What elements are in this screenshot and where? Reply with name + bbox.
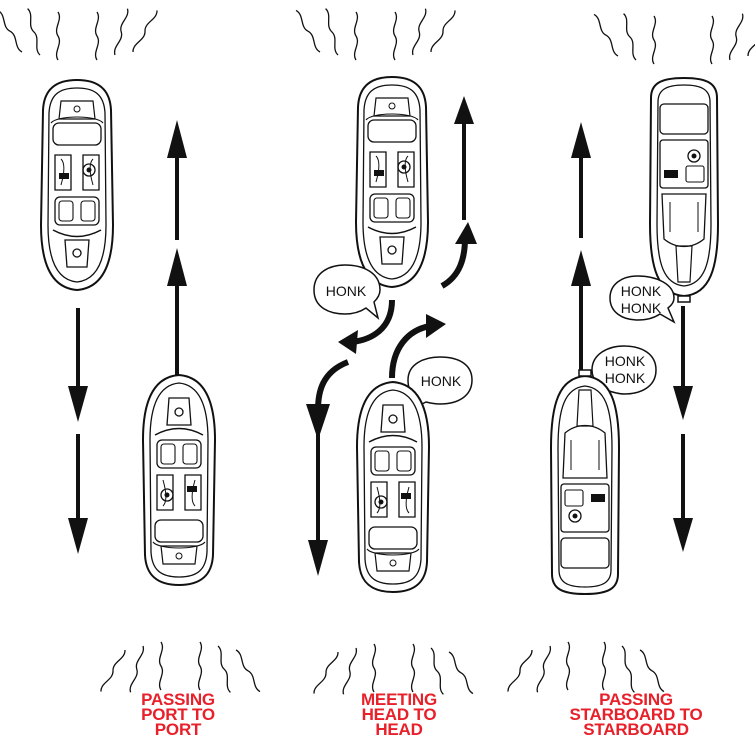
- honk-text: HONK: [421, 373, 462, 389]
- boat-icon: [650, 78, 718, 302]
- honk-text: HONK: [605, 370, 646, 386]
- caption-passing-port-to-port: PASSING PORT TO PORT: [68, 692, 288, 737]
- panel-passing-port-to-port: [0, 8, 261, 692]
- arrow-up-icon: [167, 120, 187, 375]
- arrow-down-icon: [308, 428, 328, 576]
- boat-icon: [551, 370, 619, 594]
- caption-passing-starboard-to-starboard: PASSING STARBOARD TO STARBOARD: [526, 692, 746, 737]
- panel-meeting-head-to-head: HONK HONK: [295, 8, 477, 694]
- arrow-down-icon: [673, 306, 693, 552]
- wake-lines-icon: [507, 642, 666, 693]
- honk-text: HONK: [605, 353, 646, 369]
- boat-icon: [143, 375, 215, 585]
- caption-meeting-head-to-head: MEETING HEAD TO HEAD: [289, 692, 509, 737]
- honk-text: HONK: [621, 283, 662, 299]
- arrow-down-icon: [68, 308, 88, 554]
- boat-icon: [41, 80, 113, 290]
- wake-lines-icon: [313, 644, 475, 695]
- caption-line: STARBOARD: [526, 722, 746, 737]
- arrow-up-icon: [454, 96, 474, 220]
- wake-lines-icon: [100, 642, 262, 693]
- wake-lines-icon: [593, 13, 755, 64]
- honk-text: HONK: [621, 300, 662, 316]
- boat-icon: [357, 382, 429, 592]
- speech-bubble-icon: HONK: [314, 265, 380, 318]
- honk-text: HONK: [326, 283, 367, 299]
- panel-passing-starboard-to-starboard: HONK HONK HONK HONK: [507, 13, 755, 692]
- wake-lines-icon: [295, 8, 457, 60]
- speech-bubble-icon: HONK HONK: [610, 276, 674, 322]
- arrow-up-icon: [571, 122, 591, 375]
- caption-line: HEAD: [289, 722, 509, 737]
- wake-lines-icon: [0, 8, 158, 60]
- caption-line: PORT: [68, 722, 288, 737]
- boat-icon: [356, 77, 428, 287]
